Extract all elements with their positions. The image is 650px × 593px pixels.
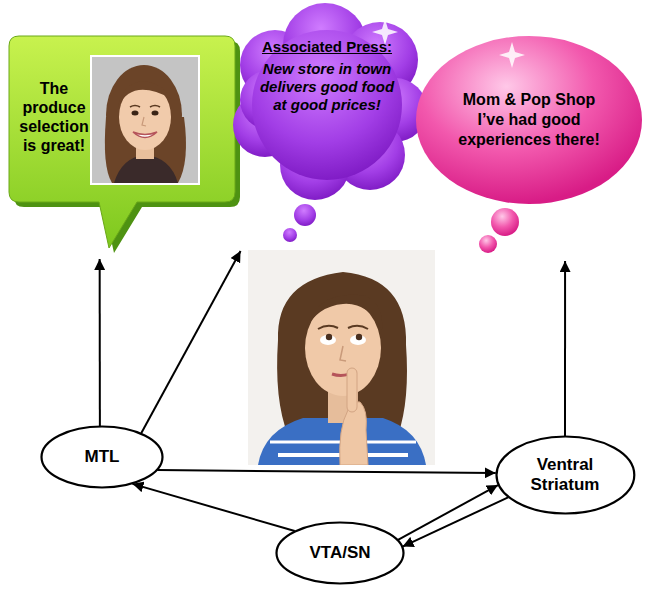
- drawing-part: [277, 272, 407, 435]
- connector-arrow: [141, 251, 240, 433]
- speech-bubble: The produce selection is great!: [8, 35, 243, 253]
- drawing-part: [356, 334, 362, 340]
- connector-arrow: [403, 497, 509, 546]
- region-ellipse: MTL: [40, 425, 164, 489]
- drawing-part: [348, 326, 368, 329]
- text-group: Mom & Pop Shop I’ve had good experiences…: [454, 90, 604, 150]
- text-group: VTA/SN: [309, 543, 370, 563]
- thought-cloud: Associated Press: New store in town deliv…: [235, 5, 420, 245]
- connector-arrow: [133, 484, 295, 531]
- bubble-text: Mom & Pop Shop I’ve had good experiences…: [454, 90, 604, 150]
- bubble-heading: Associated Press:: [252, 37, 402, 56]
- speech-bubble: [9, 36, 235, 248]
- region-label: MTL: [85, 447, 120, 467]
- drawing-part: [248, 250, 435, 465]
- connector-arrow: [564, 261, 566, 436]
- connector-arrow: [99, 259, 101, 426]
- bubble-body: [416, 36, 642, 204]
- thinking-woman-photo: [248, 250, 435, 465]
- cloud-puff: [294, 204, 316, 226]
- region-ellipse: [496, 437, 634, 514]
- connector-arrow: [157, 470, 495, 473]
- cloud-puff: [283, 228, 297, 242]
- thought-cloud: [233, 3, 427, 242]
- text-group: MTL: [85, 447, 120, 467]
- region-ellipse: VTA/SN: [275, 521, 405, 585]
- region-ellipse: Ventral Striatum: [495, 435, 636, 515]
- thought-bubble: [416, 36, 642, 253]
- cloud-puff: [252, 30, 402, 180]
- bubble-tail: [479, 235, 497, 253]
- text-group: Ventral Striatum: [517, 455, 613, 495]
- bubble-tail: [491, 208, 519, 236]
- text-group: Associated Press: New store in town deliv…: [252, 37, 402, 114]
- drawing-part: [305, 295, 382, 330]
- drawing-part: [318, 326, 338, 329]
- drawing-part: [340, 346, 346, 361]
- bubble-text: The produce selection is great!: [14, 79, 94, 155]
- woman-photo: [92, 57, 198, 183]
- drawing-part: [326, 334, 332, 340]
- region-ellipse: [277, 523, 404, 584]
- region-label: VTA/SN: [309, 543, 370, 563]
- text-group: The produce selection is great!: [14, 79, 94, 155]
- region-ellipse: [42, 427, 163, 488]
- region-label: Ventral Striatum: [517, 455, 613, 495]
- bubble-text: New store in town delivers good food at …: [252, 60, 402, 114]
- photo-frame: [90, 55, 200, 185]
- drawing-part: [347, 368, 357, 412]
- sparkle: [499, 42, 525, 68]
- connector-arrow: [398, 485, 498, 540]
- thought-bubble: Mom & Pop Shop I’ve had good experiences…: [412, 32, 645, 255]
